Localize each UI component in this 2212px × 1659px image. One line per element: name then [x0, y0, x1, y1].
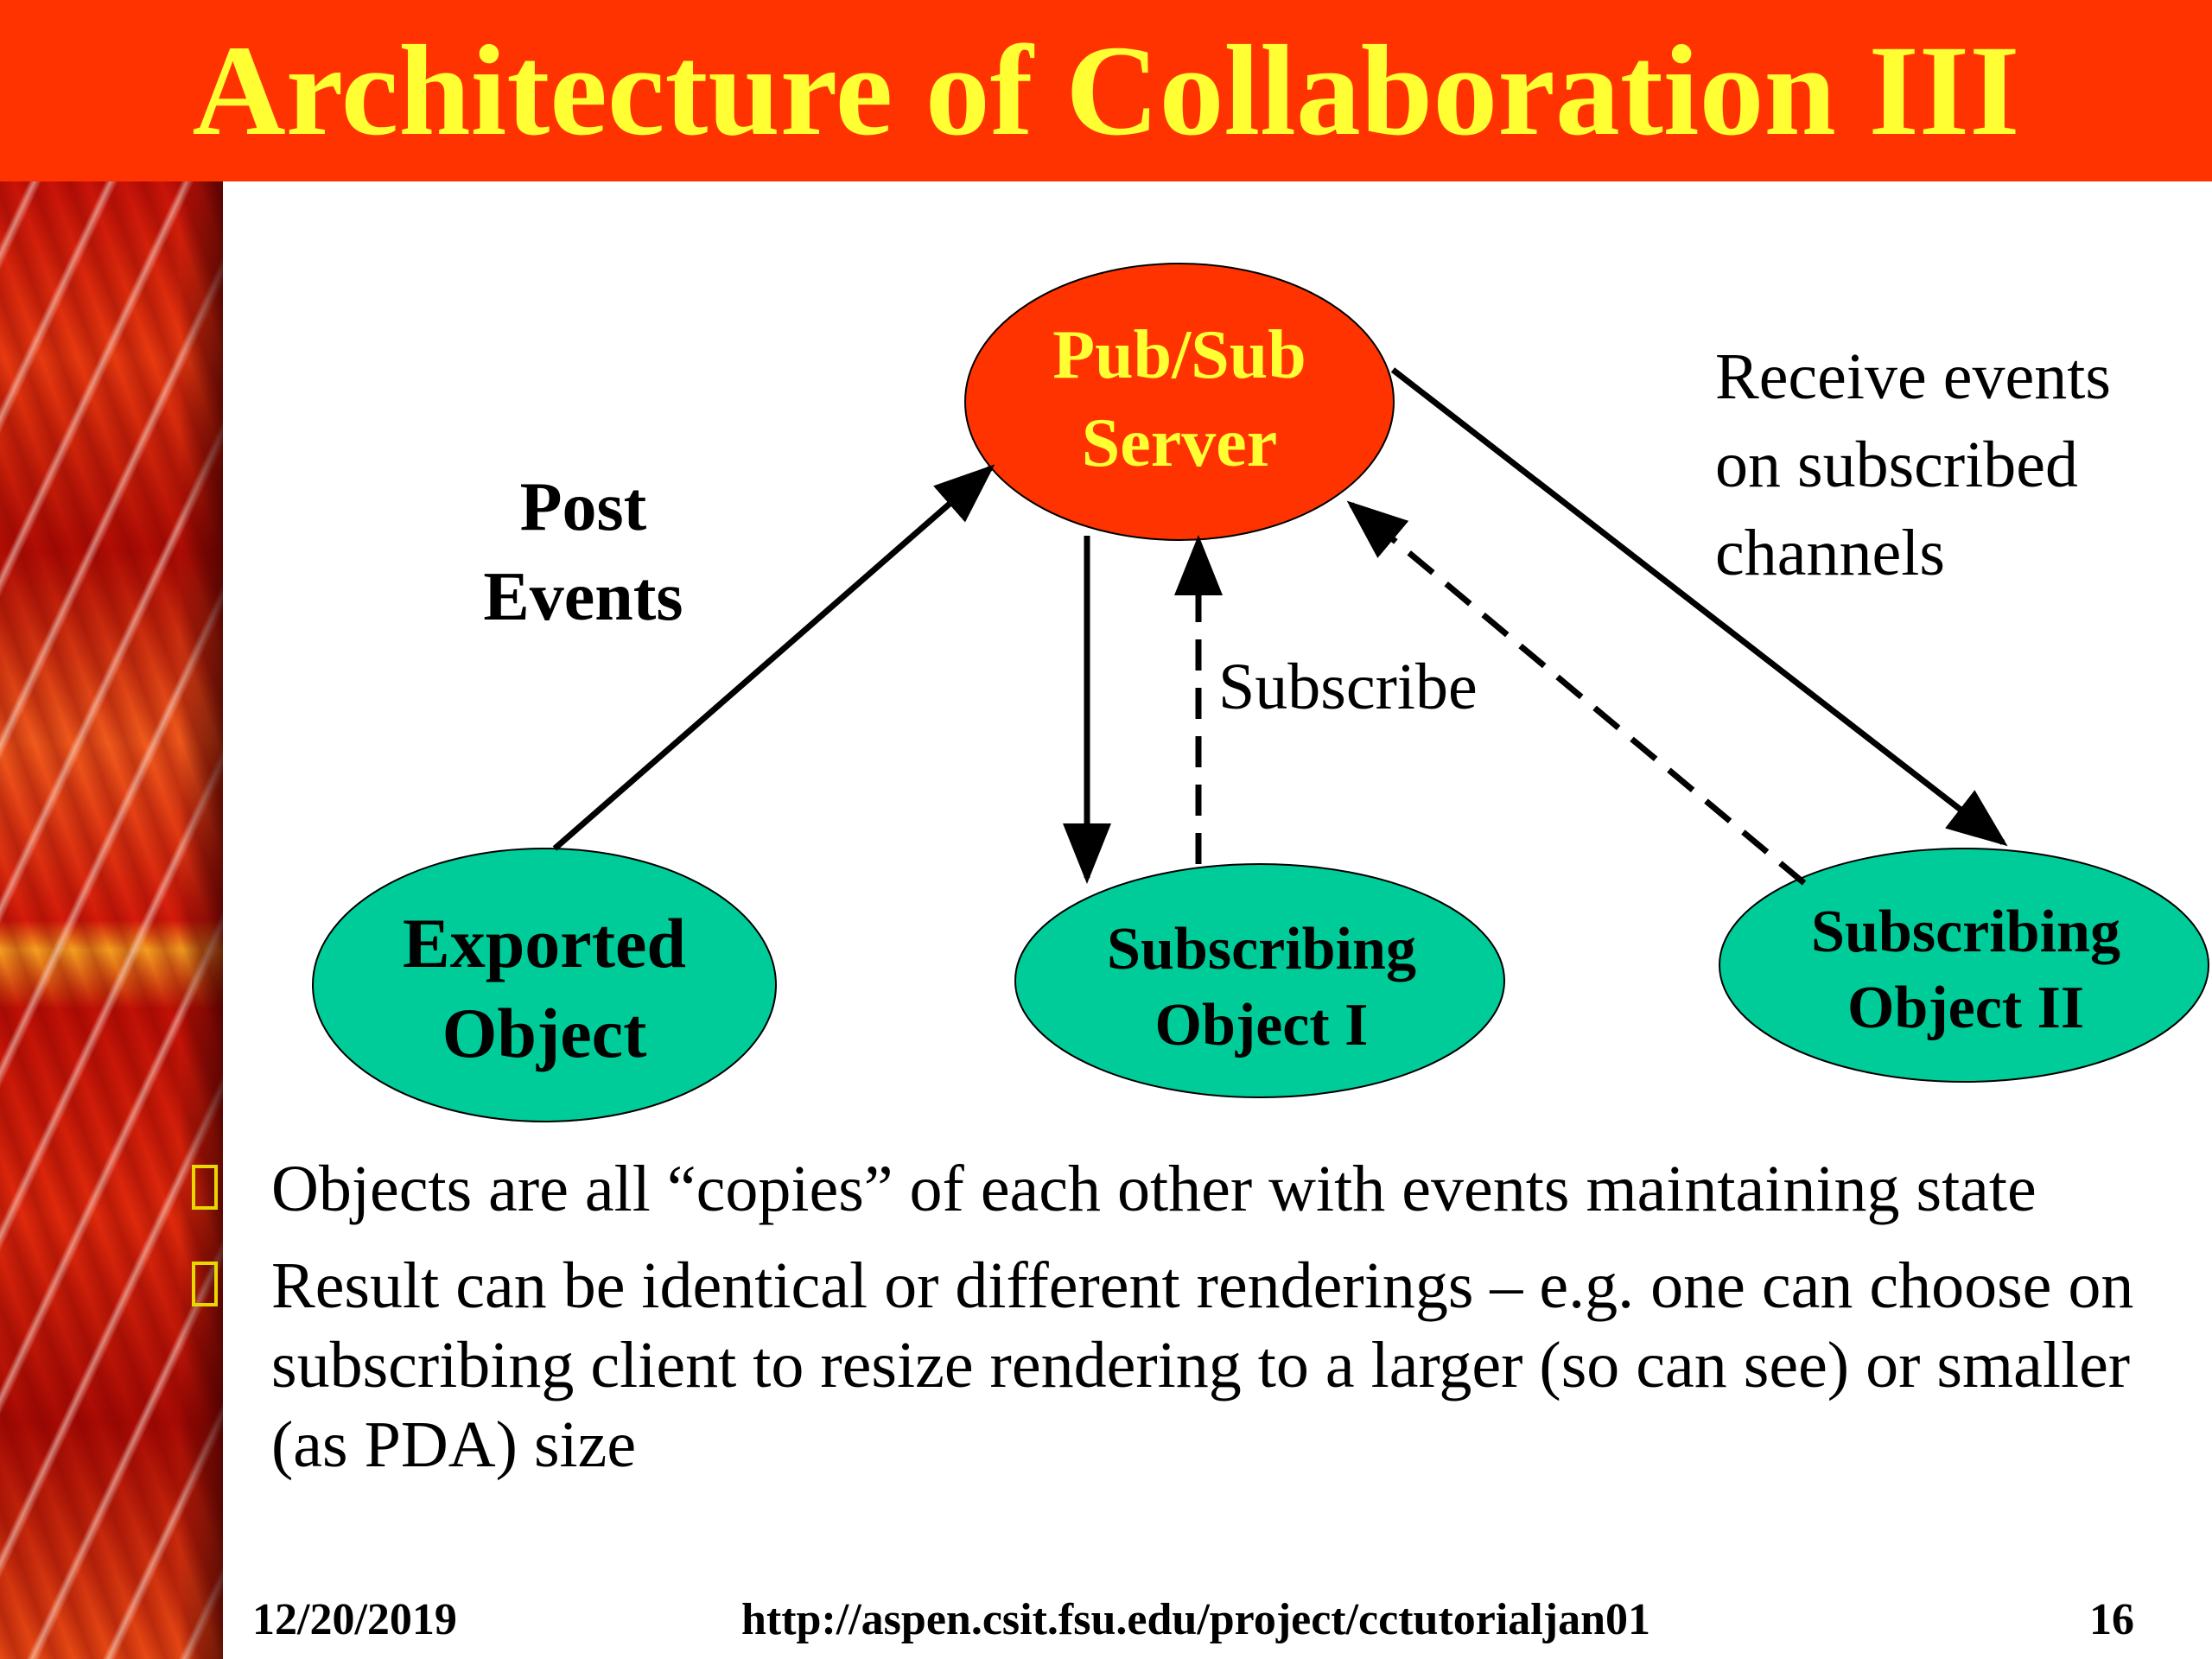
side-image-shade [180, 181, 223, 1659]
receive-events-label: Receive events on subscribed channels [1715, 333, 2111, 597]
pubsub-server-label: Pub/Sub Server [968, 311, 1391, 487]
subscribing-object-1-node [1014, 863, 1505, 1098]
subscribing-object-1-label: Subscribing Object I [1015, 912, 1508, 1064]
decorative-side-image [0, 181, 223, 1659]
subscribing-object-2-node [1719, 848, 2209, 1083]
receive-events-arrow [1390, 367, 2008, 847]
pubsub-server-line1: Pub/Sub [1052, 317, 1306, 393]
subscribing-object-1-line1: Subscribing [1107, 916, 1416, 982]
bullet-text: Objects are all “copies” of each other w… [271, 1153, 2037, 1225]
bullet-list: Objects are all “copies” of each other w… [192, 1149, 2179, 1502]
bullet-item: Result can be identical or different ren… [192, 1246, 2179, 1484]
bullet-marker-icon [192, 1262, 218, 1306]
exported-object-line2: Object [442, 994, 647, 1072]
subscribe-label: Subscribe [1218, 651, 1478, 723]
pubsub-server-line2: Server [1081, 405, 1278, 481]
post-events-line1: Post [519, 469, 647, 545]
footer-date: 12/20/2019 [252, 1595, 457, 1644]
slide-title: Architecture of Collaboration III [192, 19, 2020, 162]
subscribing-object-2-label: Subscribing Object II [1719, 894, 2212, 1046]
subscribing-object-2-line1: Subscribing [1811, 899, 2120, 965]
subscribing-object-1-line2: Object I [1154, 992, 1369, 1058]
subscribing-object-2-line2: Object II [1847, 975, 2085, 1041]
footer-url: http://aspen.csit.fsu.edu/project/cctuto… [741, 1595, 1650, 1644]
exported-object-node [312, 848, 777, 1122]
post-events-label: Post Events [454, 462, 713, 642]
receive-events-line3: channels [1715, 517, 1945, 589]
receive-events-line1: Receive events [1715, 340, 2111, 413]
title-bar: Architecture of Collaboration III [0, 0, 2212, 181]
subscriber2-subscribe-arrow [1346, 500, 1807, 886]
footer-page-number: 16 [2089, 1595, 2134, 1644]
bullet-marker-icon [192, 1165, 218, 1210]
exported-object-line1: Exported [403, 904, 686, 982]
exported-object-label: Exported Object [311, 899, 778, 1078]
post-events-arrow [552, 464, 995, 851]
bullet-item: Objects are all “copies” of each other w… [192, 1149, 2179, 1229]
bullet-text: Result can be identical or different ren… [271, 1249, 2134, 1481]
receive-events-line2: on subscribed [1715, 429, 2079, 501]
post-events-line2: Events [483, 559, 683, 635]
